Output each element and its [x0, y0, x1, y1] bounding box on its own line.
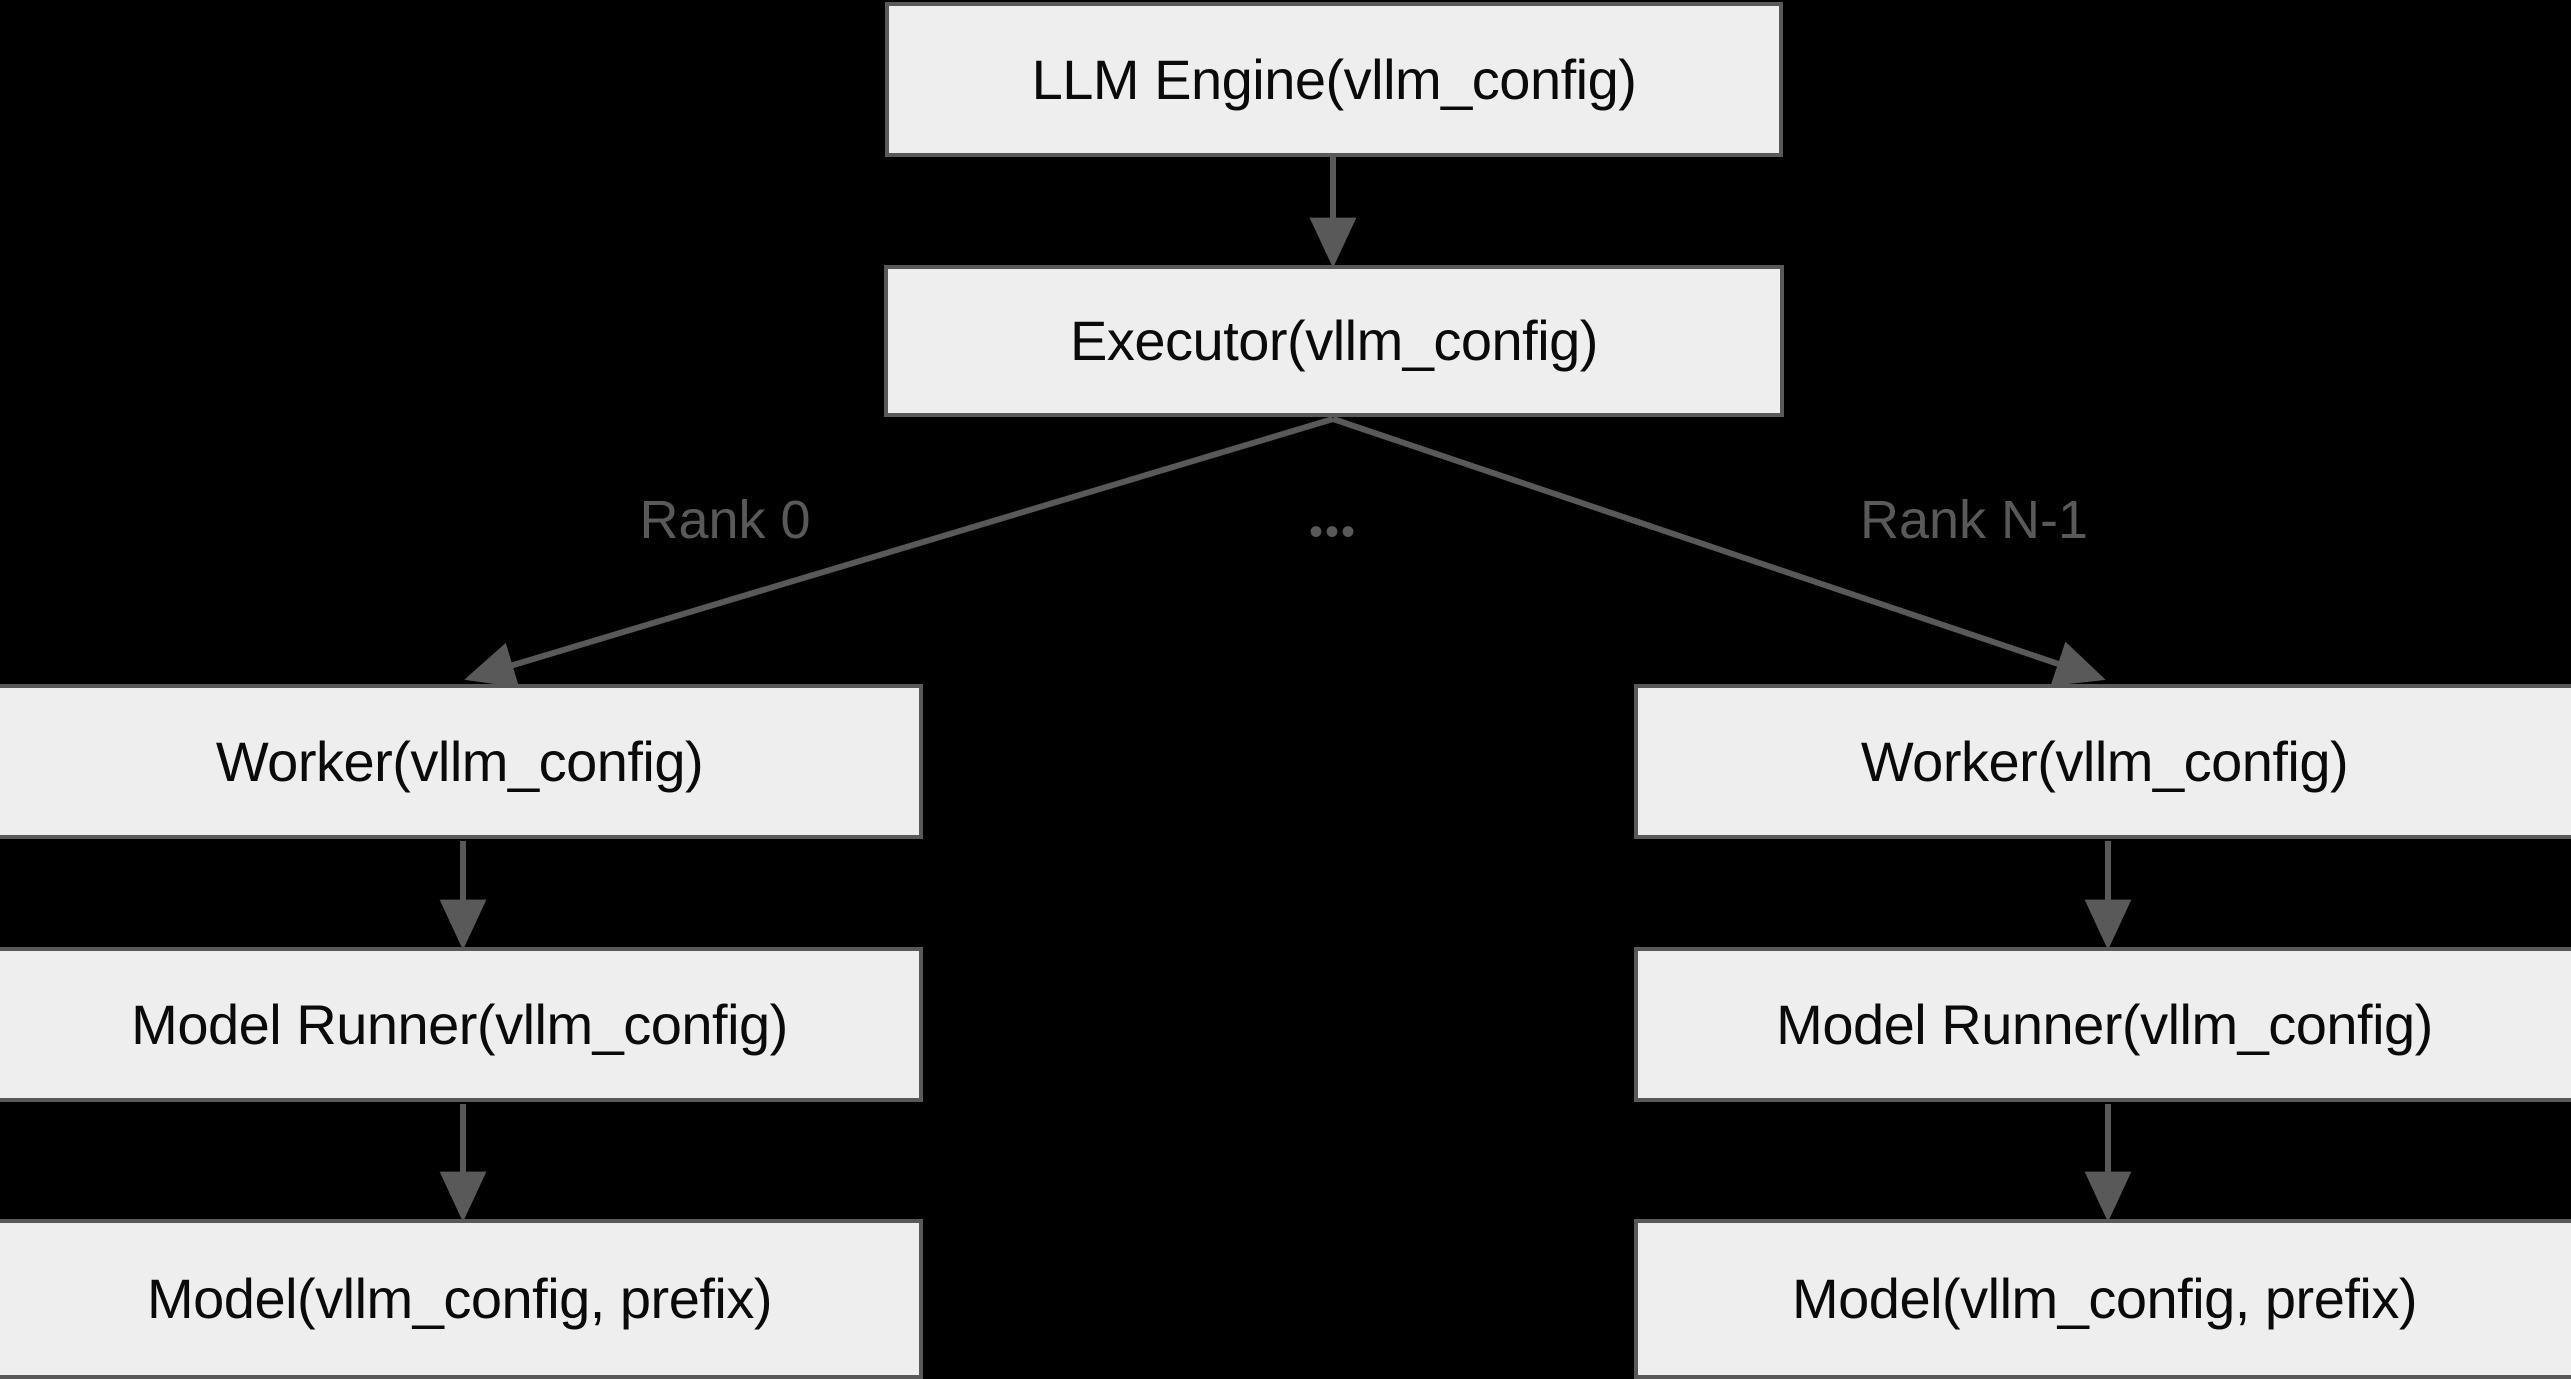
node-executor-label: Executor(vllm_config): [1070, 309, 1598, 372]
edge-label-ellipsis: •••: [1308, 510, 1358, 554]
node-model-rankn[interactable]: Model(vllm_config, prefix): [1634, 1219, 2571, 1379]
node-model-rank0[interactable]: Model(vllm_config, prefix): [0, 1219, 923, 1379]
node-worker-rankn-label: Worker(vllm_config): [1860, 729, 2349, 793]
node-executor[interactable]: Executor(vllm_config): [884, 265, 1784, 417]
node-worker-rank0-label: Worker(vllm_config): [215, 729, 704, 793]
node-model-rank0-label: Model(vllm_config, prefix): [147, 1267, 772, 1330]
node-model-runner-rankn-label: Model Runner(vllm_config): [1776, 992, 2433, 1056]
node-model-runner-rankn[interactable]: Model Runner(vllm_config): [1634, 947, 2571, 1102]
node-worker-rankn[interactable]: Worker(vllm_config): [1634, 684, 2571, 839]
node-worker-rank0[interactable]: Worker(vllm_config): [0, 684, 923, 839]
node-llm-engine-label: LLM Engine(vllm_config): [1031, 47, 1637, 111]
node-model-runner-rank0[interactable]: Model Runner(vllm_config): [0, 947, 923, 1102]
edge-executor-to-worker-rank0: [464, 416, 1334, 688]
node-llm-engine[interactable]: LLM Engine(vllm_config): [885, 2, 1783, 157]
edge-label-rank-n-1: Rank N-1: [1859, 490, 2089, 550]
node-model-rankn-label: Model(vllm_config, prefix): [1792, 1267, 2417, 1330]
edge-label-rank-0: Rank 0: [639, 490, 811, 550]
node-model-runner-rank0-label: Model Runner(vllm_config): [131, 992, 788, 1056]
edge-executor-to-worker-rankn: [1332, 416, 2106, 686]
